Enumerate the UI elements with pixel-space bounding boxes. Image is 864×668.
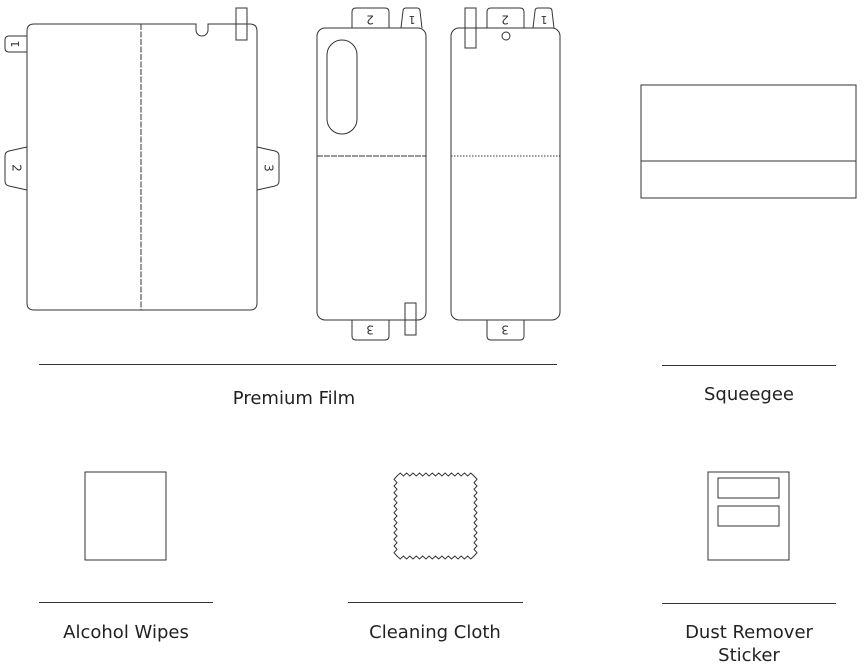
alcohol-wipes-divider — [39, 602, 213, 603]
film-outline — [450, 27, 561, 321]
tab-number: 1 — [409, 13, 416, 26]
tab-number: 2 — [366, 13, 374, 27]
tab-top-1: 1 — [400, 7, 423, 29]
film-cover-front: 2 1 3 — [450, 7, 561, 341]
dust-remover-label-line1: Dust Remover — [685, 622, 813, 643]
premium-film-label: Premium Film — [232, 388, 356, 409]
tab-number: 3 — [366, 323, 374, 337]
pull-tab — [464, 7, 477, 49]
tab-right-3: 3 — [256, 146, 280, 191]
alcohol-wipe-illustration — [84, 471, 167, 561]
tab-bottom-3: 3 — [486, 320, 525, 341]
sticker-strip — [717, 505, 780, 527]
tab-top-2: 2 — [486, 7, 525, 28]
tab-left-1: 1 — [4, 35, 27, 53]
premium-film-divider — [39, 364, 557, 365]
cleaning-cloth-divider — [348, 602, 523, 603]
sticker-strip — [717, 477, 780, 499]
pull-tab — [235, 7, 248, 41]
camera-hole — [501, 31, 511, 41]
squeegee-label: Squeegee — [704, 384, 794, 405]
squeegee-illustration — [640, 84, 857, 199]
film-outline — [26, 23, 258, 311]
tab-number: 2 — [501, 13, 509, 27]
camera-cutout — [326, 39, 358, 135]
tab-top-2: 2 — [351, 7, 390, 28]
tab-left-2: 2 — [4, 146, 28, 191]
cleaning-cloth-illustration — [393, 472, 478, 560]
tab-top-1: 1 — [532, 7, 555, 29]
cleaning-cloth-label: Cleaning Cloth — [369, 622, 501, 643]
tab-bottom-3: 3 — [351, 320, 390, 341]
dust-remover-divider — [662, 603, 836, 604]
film-inner-screen: 1 2 3 — [4, 7, 280, 311]
sticker-sheet — [707, 471, 790, 561]
dust-remover-label: Dust Remover Sticker — [649, 621, 849, 667]
squeegee-divider — [662, 365, 836, 366]
squeegee-outline — [640, 84, 857, 199]
dust-remover-illustration — [707, 471, 790, 561]
tab-number: 2 — [10, 164, 24, 172]
tab-number: 3 — [262, 164, 276, 172]
pull-tab — [404, 302, 417, 336]
tab-number: 1 — [541, 13, 548, 26]
tab-number: 3 — [501, 323, 509, 337]
alcohol-wipes-label: Alcohol Wipes — [63, 622, 189, 643]
dust-remover-label-line2: Sticker — [718, 645, 780, 666]
film-cover-back: 2 1 3 — [316, 7, 427, 341]
tab-number: 1 — [9, 41, 22, 48]
film-outline — [316, 27, 427, 321]
